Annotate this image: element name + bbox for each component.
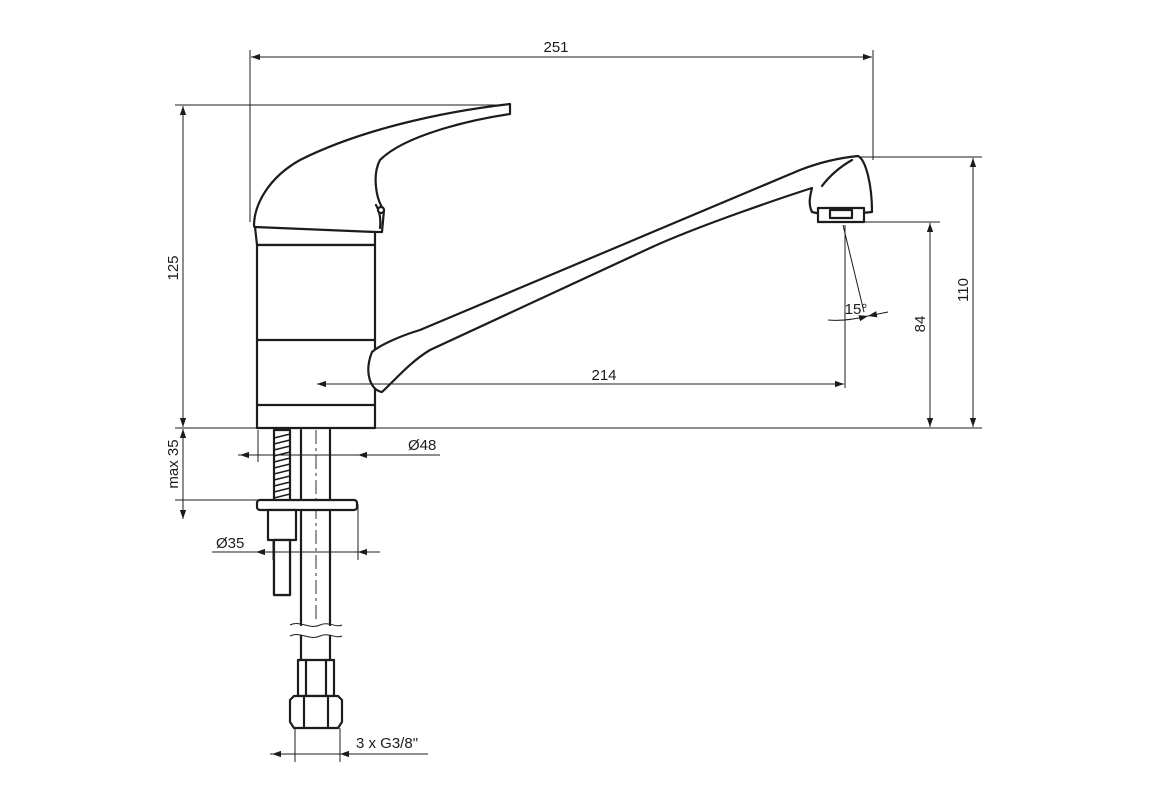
label-connections: 3 x G3/8" — [356, 735, 418, 752]
thread-hatch — [273, 475, 291, 481]
hose-nut — [288, 694, 344, 730]
lever-handle — [252, 102, 512, 234]
faucet-body — [252, 102, 874, 430]
fixing-plate — [255, 498, 359, 512]
label-mounting-hole: Ø35 — [216, 535, 244, 552]
thread-hatch — [273, 469, 291, 475]
label-outlet-height: 84 — [912, 316, 929, 333]
thread-hatch — [273, 439, 291, 445]
label-spout-reach: 214 — [591, 367, 616, 384]
mounting-assembly — [255, 428, 359, 730]
dim-angle-arc — [827, 315, 869, 322]
label-spout-height: 110 — [955, 278, 972, 302]
label-body-diameter: Ø48 — [408, 437, 436, 454]
thread-hatch — [273, 445, 291, 451]
fixing-nut — [266, 508, 298, 542]
thread-hatch — [273, 463, 291, 469]
label-max-thickness: max 35 — [165, 439, 182, 488]
thread-hatch — [273, 493, 291, 499]
label-spray-angle: 15° — [845, 301, 868, 318]
thread-hatch — [273, 481, 291, 487]
dimension-labels: 251 125 110 84 214 15° Ø48 Ø35 max 35 3 … — [165, 39, 972, 752]
thread-hatch — [273, 457, 291, 463]
thread-hatch — [273, 487, 291, 493]
label-overall-width: 251 — [543, 39, 568, 56]
thread-hatch — [273, 433, 291, 439]
hose-crimp — [296, 658, 336, 698]
dimension-lines — [179, 53, 977, 758]
body-cylinder — [255, 243, 377, 430]
label-overall-height: 125 — [165, 255, 182, 280]
spout — [367, 154, 874, 394]
